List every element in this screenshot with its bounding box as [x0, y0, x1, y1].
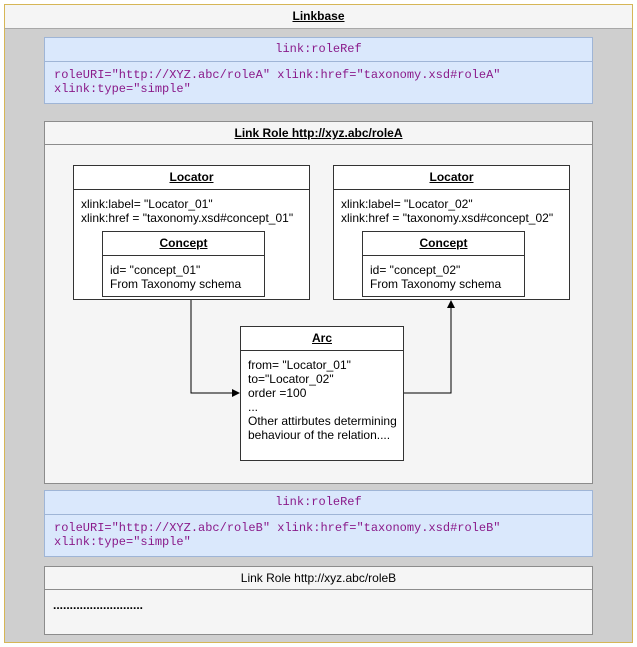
concept-1-title: Concept: [103, 232, 264, 256]
linkbase-title: Linkbase: [4, 4, 633, 29]
locator-1-label: xlink:label= "Locator_01": [81, 197, 213, 211]
concept-2-source: From Taxonomy schema: [370, 277, 502, 291]
roleref-b-line1: roleURI="http://XYZ.abc/roleB" xlink:hre…: [54, 521, 501, 535]
roleref-a-title: link:roleRef: [45, 38, 592, 62]
concept-2-body: id= "concept_02" From Taxonomy schema: [363, 256, 524, 291]
linkrole-b-panel: Link Role http://xyz.abc/roleB .........…: [44, 566, 593, 635]
locator-1-body: xlink:label= "Locator_01" xlink:href = "…: [74, 190, 309, 225]
arc-line-to: to="Locator_02": [248, 372, 334, 386]
locator-2-body: xlink:label= "Locator_02" xlink:href = "…: [334, 190, 569, 225]
roleref-b-title: link:roleRef: [45, 491, 592, 515]
roleref-a-line1: roleURI="http://XYZ.abc/roleA" xlink:hre…: [54, 68, 501, 82]
roleref-b-body: roleURI="http://XYZ.abc/roleB" xlink:hre…: [45, 515, 592, 549]
roleref-a: link:roleRef roleURI="http://XYZ.abc/rol…: [44, 37, 593, 104]
roleref-a-body: roleURI="http://XYZ.abc/roleA" xlink:hre…: [45, 62, 592, 96]
concept-1-body: id= "concept_01" From Taxonomy schema: [103, 256, 264, 291]
arc-line-order: order =100: [248, 386, 307, 400]
arc-line-ellipsis: ...: [248, 400, 259, 414]
arc-line-behaviour: behaviour of the relation....: [248, 428, 391, 442]
roleref-b: link:roleRef roleURI="http://XYZ.abc/rol…: [44, 490, 593, 557]
roleref-b-line2: xlink:type="simple": [54, 535, 191, 549]
connector-arc-to-locator2: [404, 300, 455, 394]
arc-line-from: from= "Locator_01": [248, 358, 351, 372]
concept-2-id: id= "concept_02": [370, 263, 461, 277]
locator-2-href: xlink:href = "taxonomy.xsd#concept_02": [341, 211, 554, 225]
concept-1-id: id= "concept_01": [110, 263, 201, 277]
concept-2-box: Concept id= "concept_02" From Taxonomy s…: [362, 231, 525, 297]
arc-body: from= "Locator_01" to="Locator_02" order…: [241, 351, 403, 442]
locator-2-title: Locator: [334, 166, 569, 190]
arc-title: Arc: [241, 327, 403, 351]
roleref-a-line2: xlink:type="simple": [54, 82, 191, 96]
locator-1-title: Locator: [74, 166, 309, 190]
connector-locator1-to-arc: [190, 300, 240, 397]
arc-line-other: Other attirbutes determining: [248, 414, 397, 428]
linkrole-b-title: Link Role http://xyz.abc/roleB: [45, 567, 592, 590]
concept-2-title: Concept: [363, 232, 524, 256]
linkrole-b-body: ...........................: [53, 598, 144, 612]
concept-1-box: Concept id= "concept_01" From Taxonomy s…: [102, 231, 265, 297]
arc-box: Arc from= "Locator_01" to="Locator_02" o…: [240, 326, 404, 461]
locator-2-label: xlink:label= "Locator_02": [341, 197, 473, 211]
locator-1-href: xlink:href = "taxonomy.xsd#concept_01": [81, 211, 294, 225]
linkrole-a-title: Link Role http://xyz.abc/roleA: [45, 122, 592, 145]
concept-1-source: From Taxonomy schema: [110, 277, 242, 291]
